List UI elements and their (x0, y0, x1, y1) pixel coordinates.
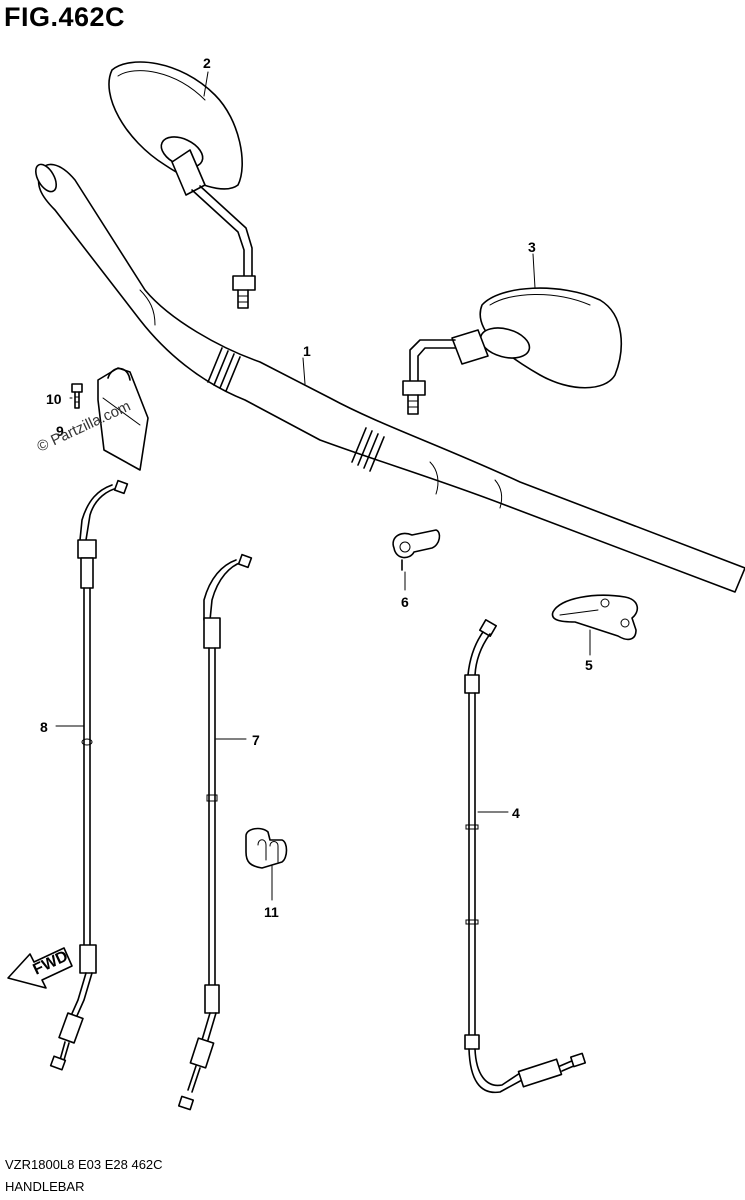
cable-holder-part-11[interactable] (245, 827, 288, 869)
callout-8: 8 (40, 719, 48, 735)
callout-10: 10 (46, 391, 62, 407)
handlebar-part-1[interactable] (32, 161, 745, 593)
callout-6: 6 (401, 594, 409, 610)
forward-direction-arrow: FWD (7, 947, 73, 989)
figure-name: HANDLEBAR (5, 1179, 85, 1194)
callout-7: 7 (252, 732, 260, 748)
callout-labels: 1 2 3 4 5 6 7 8 9 10 11 (40, 55, 593, 920)
left-mirror-part-2[interactable] (108, 61, 256, 309)
figure-title: FIG.462C (4, 2, 126, 32)
screw-part-10[interactable] (71, 383, 83, 409)
bracket-part-5[interactable] (551, 594, 639, 641)
callout-9: 9 (56, 423, 64, 439)
callout-11: 11 (264, 904, 279, 920)
right-mirror-part-3[interactable] (402, 287, 623, 415)
cable-guide-part-9[interactable] (97, 367, 149, 471)
throttle-cable-part-8[interactable] (49, 479, 129, 1071)
callout-2: 2 (203, 55, 211, 71)
clamp-part-6[interactable] (392, 529, 441, 571)
callout-3: 3 (528, 239, 536, 255)
throttle-cable-part-7[interactable] (177, 553, 253, 1111)
figure-code: VZR1800L8 E03 E28 462C (5, 1157, 163, 1172)
clutch-cable-part-4[interactable] (464, 619, 587, 1094)
callout-5: 5 (585, 657, 593, 673)
callout-1: 1 (303, 343, 311, 359)
leader-lines (55, 71, 591, 901)
callout-4: 4 (512, 805, 520, 821)
